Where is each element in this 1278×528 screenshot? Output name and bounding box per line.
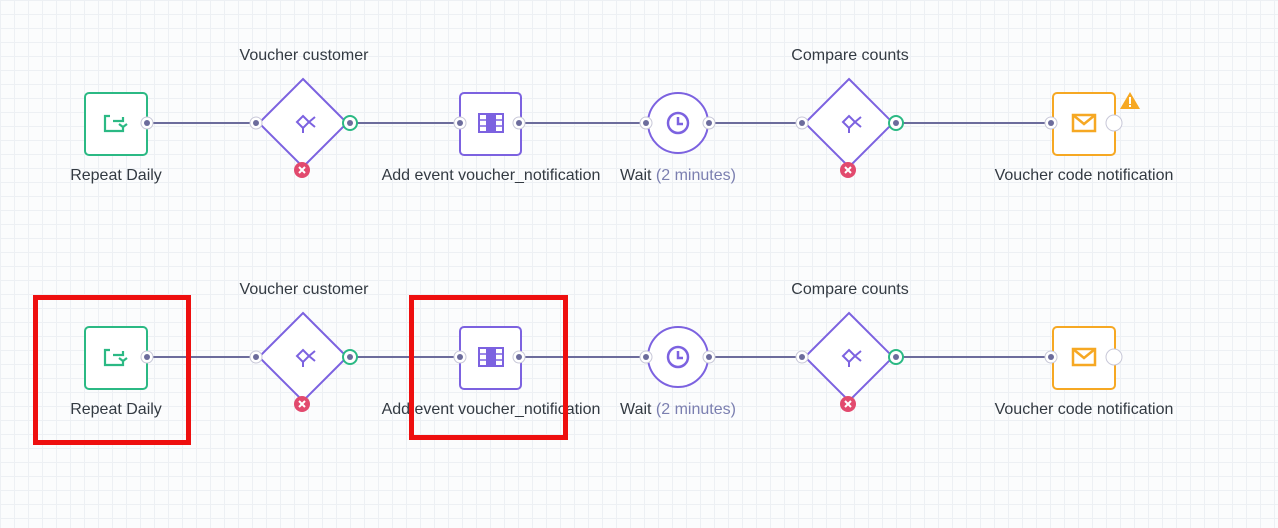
trigger-label: Repeat Daily — [70, 401, 162, 418]
wait-label-text: Wait — [620, 167, 652, 184]
email-label: Voucher code notification — [994, 401, 1174, 418]
event-label: Add event voucher_notification — [381, 167, 601, 184]
x-icon — [298, 400, 306, 408]
warning-triangle-icon[interactable] — [1120, 92, 1140, 109]
output-port[interactable] — [1105, 348, 1123, 366]
film-icon — [478, 347, 504, 367]
workflow-row-2 — [84, 311, 1123, 412]
wait-duration: (2 minutes) — [655, 167, 736, 184]
film-icon — [478, 113, 504, 133]
envelope-icon — [1071, 347, 1097, 367]
email-label: Voucher code notification — [994, 167, 1174, 184]
wait-label-text: Wait — [620, 401, 652, 418]
event-label: Add event voucher_notification — [381, 401, 601, 418]
condition-split-icon — [295, 114, 316, 133]
condition-split-icon — [841, 114, 862, 133]
failure-port[interactable] — [294, 396, 310, 412]
wait-label: Wait (2 minutes) — [620, 166, 736, 186]
event-node-add-event[interactable] — [453, 92, 526, 156]
condition-node-voucher-customer[interactable] — [249, 77, 358, 178]
email-node-voucher-code-notification[interactable] — [1044, 92, 1140, 156]
x-icon — [844, 400, 852, 408]
condition-split-icon — [841, 348, 862, 367]
wait-node[interactable] — [639, 326, 716, 388]
wait-duration: (2 minutes) — [655, 401, 736, 418]
email-node-voucher-code-notification[interactable] — [1044, 326, 1123, 390]
highlight-box-event — [409, 295, 568, 440]
x-icon — [844, 166, 852, 174]
condition-node-compare-counts[interactable] — [795, 77, 904, 178]
x-icon — [298, 166, 306, 174]
highlight-box-trigger — [33, 295, 191, 445]
wait-node[interactable] — [639, 92, 716, 154]
clock-icon — [666, 345, 690, 369]
failure-port[interactable] — [294, 162, 310, 178]
failure-port[interactable] — [840, 162, 856, 178]
repeat-icon — [103, 348, 128, 367]
clock-icon — [666, 111, 690, 135]
condition-title: Compare counts — [791, 47, 909, 64]
trigger-node-repeat-daily[interactable] — [84, 92, 154, 156]
envelope-icon — [1071, 113, 1097, 133]
failure-port[interactable] — [840, 396, 856, 412]
output-port[interactable] — [1105, 114, 1123, 132]
event-node-add-event[interactable] — [453, 326, 526, 390]
condition-title: Voucher customer — [239, 47, 369, 64]
condition-node-voucher-customer[interactable] — [249, 311, 358, 412]
workflow-row-1 — [84, 77, 1140, 178]
trigger-node-repeat-daily[interactable] — [84, 326, 154, 390]
condition-split-icon — [295, 348, 316, 367]
condition-node-compare-counts[interactable] — [795, 311, 904, 412]
wait-label: Wait (2 minutes) — [620, 400, 736, 420]
trigger-label: Repeat Daily — [70, 167, 162, 184]
condition-title: Voucher customer — [239, 281, 369, 298]
condition-title: Compare counts — [791, 281, 909, 298]
repeat-icon — [103, 114, 128, 133]
